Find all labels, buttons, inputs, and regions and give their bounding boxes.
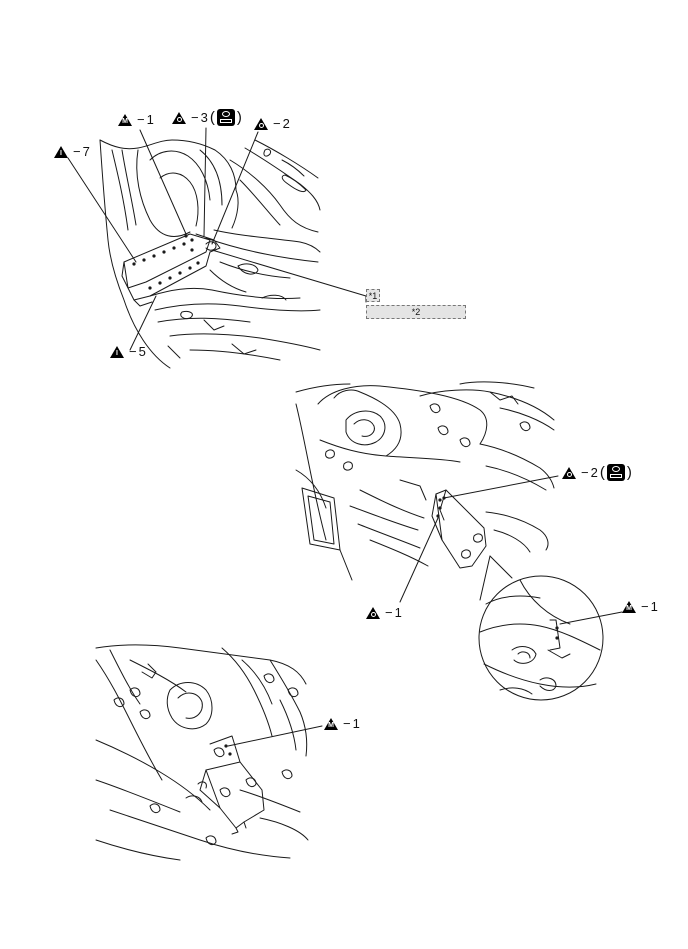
close-paren: ) (626, 463, 632, 481)
ref-label-text: *2 (411, 307, 421, 317)
dash: − (273, 116, 281, 131)
triangle-marker-icon (254, 118, 268, 130)
dash: − (73, 144, 81, 159)
close-paren: ) (236, 108, 242, 126)
callout-number: 1 (352, 716, 360, 731)
dash: − (191, 109, 199, 125)
view-a-leaders (67, 127, 367, 351)
triangle-marker-icon: M (118, 114, 132, 126)
callout-number: 7 (82, 144, 90, 159)
view-c-illustration (95, 644, 309, 861)
dash: − (385, 605, 393, 620)
callout-b-o2: − 2 ( ) (562, 464, 634, 481)
dash: − (129, 344, 137, 359)
view-c-leaders (227, 725, 323, 747)
triangle-marker-icon (172, 111, 186, 124)
ref-label-2: *2 (366, 305, 466, 319)
view-a-illustration (99, 139, 321, 369)
triangle-marker-icon: M (324, 718, 338, 730)
callout-c-m1: M − 1 (324, 717, 360, 731)
dash: − (343, 716, 351, 731)
view-b-leaders (399, 475, 559, 603)
callout-number: 1 (394, 605, 402, 620)
callout-a-i5: I − 5 (110, 345, 146, 359)
callout-number: 1 (650, 599, 658, 614)
callout-a-o2: − 2 (254, 117, 290, 131)
callout-number: 3 (200, 109, 208, 125)
triangle-marker-icon (366, 607, 380, 619)
callout-number: 2 (282, 116, 290, 131)
triangle-marker-icon: I (110, 346, 124, 358)
triangle-marker-icon (562, 466, 576, 479)
dash: − (581, 464, 589, 480)
dash: − (137, 112, 145, 127)
callout-a-m1: M − 1 (118, 113, 154, 127)
open-paren: ( (599, 463, 605, 481)
ref-label-text: *1 (368, 291, 378, 301)
triangle-marker-icon: M (622, 601, 636, 613)
callout-number: 1 (146, 112, 154, 127)
callout-a-i7: I − 7 (54, 145, 90, 159)
ref-label-1: *1 (366, 289, 380, 302)
open-paren: ( (209, 108, 215, 126)
triangle-marker-icon: I (54, 146, 68, 158)
callout-number: 5 (138, 344, 146, 359)
dash: − (641, 599, 649, 614)
sealer-icon (606, 464, 625, 481)
callout-number: 2 (590, 464, 598, 480)
view-b-illustration (295, 381, 623, 701)
callout-a-o3: − 3 ( ) (172, 109, 244, 126)
sealer-icon (216, 109, 235, 126)
callout-b-m1: M − 1 (622, 600, 658, 614)
callout-b-o1: − 1 (366, 606, 402, 620)
